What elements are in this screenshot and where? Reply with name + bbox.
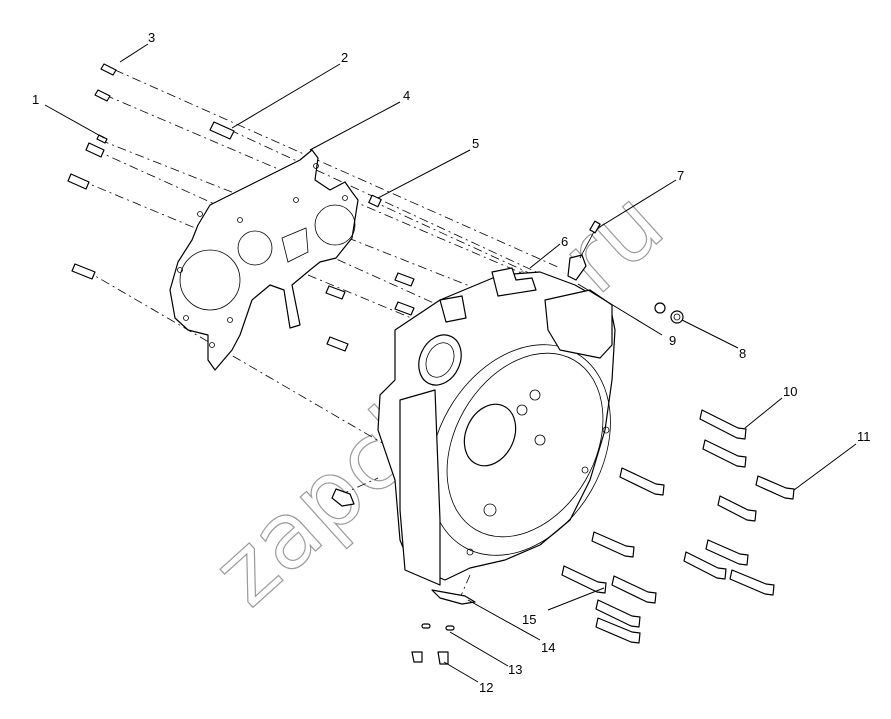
flywheel-housing: [377, 267, 616, 586]
callout-10: 10: [783, 384, 797, 399]
callout-13: 13: [508, 662, 522, 677]
callout-3: 3: [148, 30, 155, 45]
gasket-plate: [169, 149, 359, 371]
callout-11: 11: [857, 429, 871, 444]
bottom-parts: [411, 589, 476, 665]
sensor-part: [567, 220, 601, 281]
callout-8: 8: [739, 346, 746, 361]
callout-labels: 1 2 3 4 5 6 7 8 9 10 11 12 13 14 15: [32, 30, 871, 695]
bolts-right: [561, 409, 795, 644]
assembly-lines: [79, 69, 576, 599]
callout-7: 7: [677, 168, 684, 183]
callout-2: 2: [341, 50, 348, 65]
callout-12: 12: [479, 680, 493, 695]
callout-4: 4: [403, 88, 410, 103]
callout-6: 6: [561, 234, 568, 249]
callout-15: 15: [522, 612, 536, 627]
callout-5: 5: [472, 136, 479, 151]
leader-lines: [44, 43, 857, 683]
plugs: [654, 302, 684, 324]
callout-14: 14: [541, 640, 555, 655]
callout-9: 9: [669, 333, 676, 348]
bolts-upper: [67, 63, 415, 507]
callout-1: 1: [32, 92, 39, 107]
